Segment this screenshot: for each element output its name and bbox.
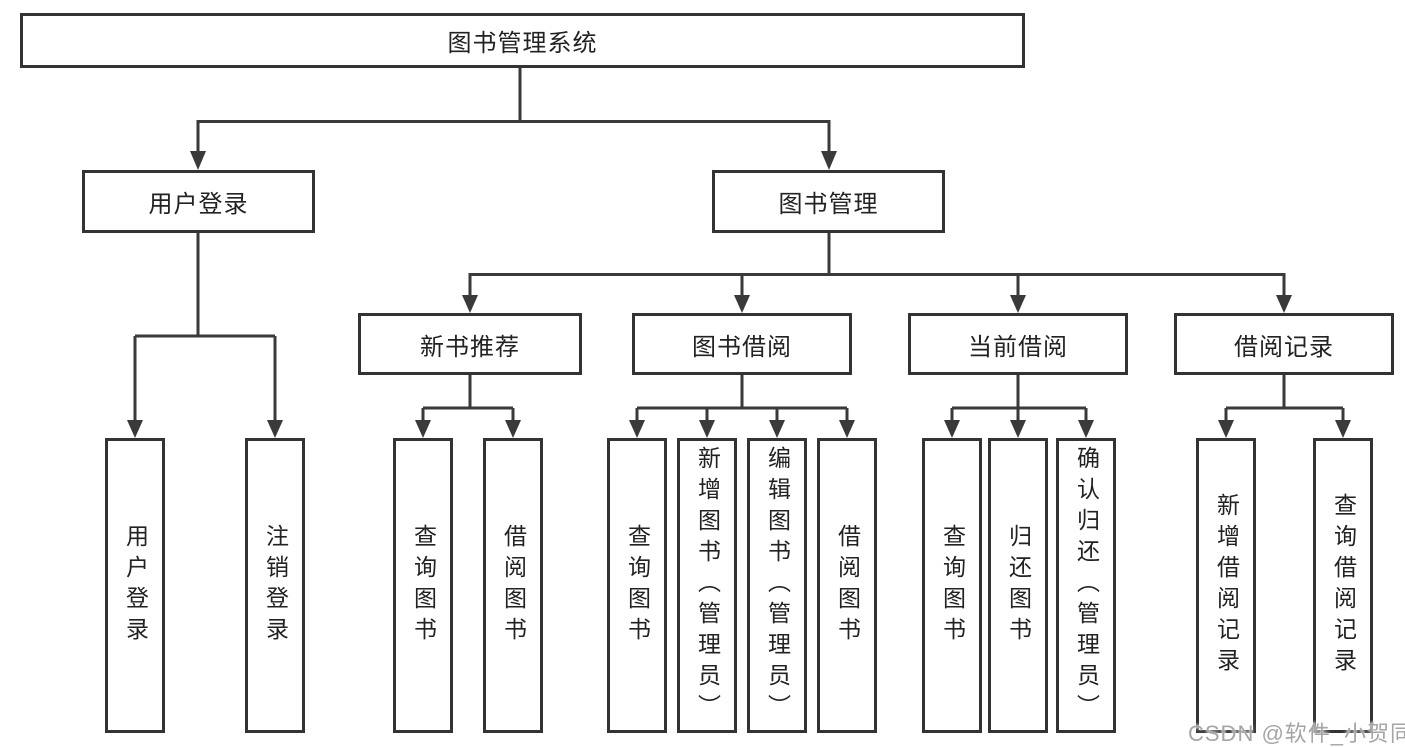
node-leaf-edit-books-admin: 编辑图书（管理员） — [747, 438, 807, 733]
connector-book-borrowing-to-leaves — [629, 375, 855, 438]
connector-book-management-to-level3 — [462, 233, 1292, 313]
arrowhead-icon — [190, 151, 206, 170]
connector-root-to-level2 — [190, 68, 837, 170]
node-leaf-query-books-recommend: 查询图书 — [393, 438, 453, 733]
node-user-login: 用户登录 — [82, 170, 315, 233]
arrowhead-icon — [1218, 420, 1234, 438]
arrowhead-icon — [629, 420, 645, 438]
arrowhead-icon — [734, 295, 750, 313]
arrowhead-icon — [505, 420, 521, 438]
connector-current-borrowing-to-leaves — [944, 375, 1094, 438]
node-new-book-recommend: 新书推荐 — [358, 313, 582, 375]
arrowhead-icon — [769, 420, 785, 438]
node-leaf-add-books-admin: 新增图书（管理员） — [677, 438, 737, 733]
node-leaf-logout: 注销登录 — [245, 438, 305, 733]
node-leaf-add-borrow-record: 新增借阅记录 — [1196, 438, 1256, 733]
csdn-watermark: CSDN @软件_小贺同学 — [1188, 721, 1405, 746]
node-book-borrowing: 图书借阅 — [632, 313, 852, 375]
arrowhead-icon — [267, 420, 283, 438]
node-leaf-borrow-books-borrowing: 借阅图书 — [817, 438, 877, 733]
arrowhead-icon — [699, 420, 715, 438]
arrowhead-icon — [127, 420, 143, 438]
node-leaf-borrow-books-recommend: 借阅图书 — [483, 438, 543, 733]
arrowhead-icon — [415, 420, 431, 438]
node-library-management-system: 图书管理系统 — [20, 13, 1025, 68]
node-leaf-confirm-return-admin: 确认归还（管理员） — [1056, 438, 1116, 733]
arrowhead-icon — [1010, 295, 1026, 313]
arrowhead-icon — [1010, 420, 1026, 438]
node-book-management: 图书管理 — [712, 170, 945, 233]
arrowhead-icon — [944, 420, 960, 438]
arrowhead-icon — [839, 420, 855, 438]
arrowhead-icon — [1335, 420, 1351, 438]
arrowhead-icon — [1078, 420, 1094, 438]
arrowhead-icon — [462, 295, 478, 313]
node-borrow-records: 借阅记录 — [1174, 313, 1394, 375]
node-leaf-query-borrow-record: 查询借阅记录 — [1313, 438, 1373, 733]
node-leaf-query-books-current: 查询图书 — [922, 438, 982, 733]
arrowhead-icon — [1276, 295, 1292, 313]
node-leaf-user-login: 用户登录 — [105, 438, 165, 733]
connector-borrow-records-to-leaves — [1218, 375, 1351, 438]
arrowhead-icon — [821, 151, 837, 170]
connector-new-books-to-leaves — [415, 375, 521, 438]
node-leaf-return-books: 归还图书 — [988, 438, 1048, 733]
node-leaf-query-books-borrowing: 查询图书 — [607, 438, 667, 733]
connector-user-login-to-leaves — [127, 233, 283, 438]
node-current-borrowing: 当前借阅 — [908, 313, 1128, 375]
